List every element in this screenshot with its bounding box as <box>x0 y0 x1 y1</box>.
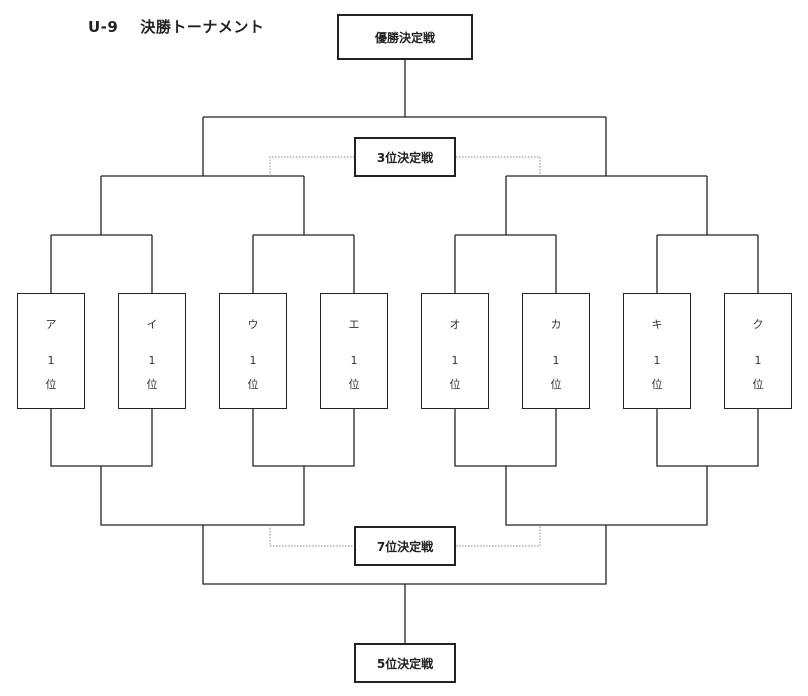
team-name: エ <box>348 318 360 331</box>
team-name: オ <box>449 318 461 331</box>
team-box-a: ア 1 位 <box>17 293 85 409</box>
team-rank: 1 <box>552 354 560 367</box>
seventh-place-match-box: 7位決定戦 <box>354 526 456 566</box>
team-rank: 1 <box>754 354 762 367</box>
team-rank: 1 <box>249 354 257 367</box>
team-rank-suffix: 位 <box>45 378 57 391</box>
team-box-u: ウ 1 位 <box>219 293 287 409</box>
team-name: ク <box>752 318 764 331</box>
team-rank-suffix: 位 <box>146 378 158 391</box>
team-box-ki: キ 1 位 <box>623 293 691 409</box>
tournament-name: 決勝トーナメント <box>140 18 265 36</box>
team-rank-suffix: 位 <box>348 378 360 391</box>
team-rank: 1 <box>148 354 156 367</box>
third-place-match-box: 3位決定戦 <box>354 137 456 177</box>
team-rank-suffix: 位 <box>752 378 764 391</box>
team-rank-suffix: 位 <box>247 378 259 391</box>
page-title: U-9 決勝トーナメント <box>88 16 264 37</box>
fifth-place-match-box: 5位決定戦 <box>354 643 456 683</box>
team-rank: 1 <box>47 354 55 367</box>
team-name: キ <box>651 318 663 331</box>
team-box-i: イ 1 位 <box>118 293 186 409</box>
team-box-e: エ 1 位 <box>320 293 388 409</box>
team-rank-suffix: 位 <box>651 378 663 391</box>
team-box-ka: カ 1 位 <box>522 293 590 409</box>
team-name: ア <box>45 318 57 331</box>
team-rank: 1 <box>653 354 661 367</box>
final-match-box: 優勝決定戦 <box>337 14 473 60</box>
team-name: イ <box>146 318 158 331</box>
division-code: U-9 <box>88 18 119 36</box>
team-name: ウ <box>247 318 259 331</box>
team-box-o: オ 1 位 <box>421 293 489 409</box>
team-box-ku: ク 1 位 <box>724 293 792 409</box>
team-rank: 1 <box>451 354 459 367</box>
team-name: カ <box>550 318 562 331</box>
team-rank-suffix: 位 <box>449 378 461 391</box>
team-rank: 1 <box>350 354 358 367</box>
team-rank-suffix: 位 <box>550 378 562 391</box>
